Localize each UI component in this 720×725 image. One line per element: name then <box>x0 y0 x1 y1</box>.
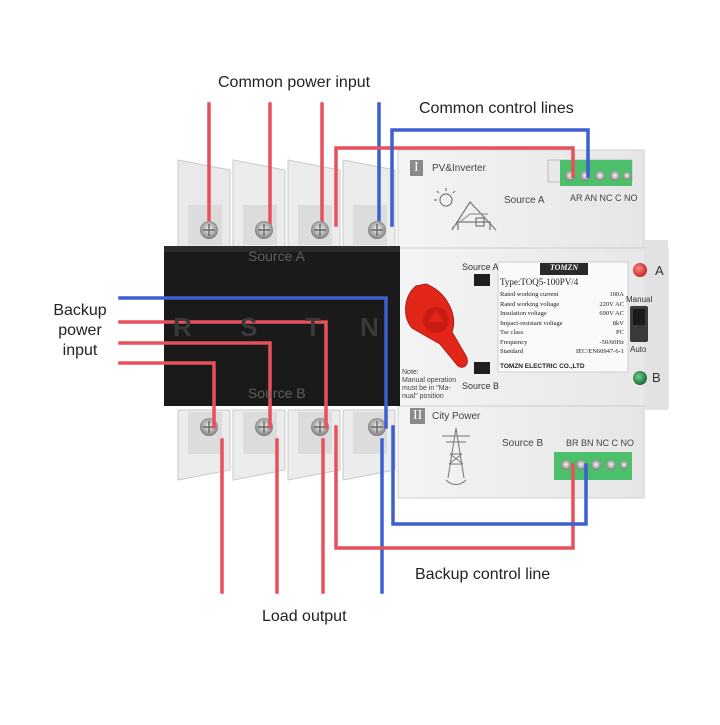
solar-house-icon <box>434 188 497 231</box>
top-terminal-labels: AR AN NC C NO <box>570 193 638 203</box>
spec-value: 690V AC <box>599 310 624 317</box>
top-module-roman: I <box>410 160 423 176</box>
note-line-1: Note: <box>402 369 419 376</box>
bottom-screws <box>200 418 386 436</box>
phase-letter-n: N <box>360 312 379 342</box>
spec-label: Insulation voltage <box>500 310 547 317</box>
spec-row: Tse class PC <box>500 328 624 338</box>
backup-power-input-label-2: power <box>58 322 102 339</box>
switch-manual-label: Manual <box>626 295 653 304</box>
spec-label: Frequency <box>500 338 528 346</box>
indicator-b-label: B <box>652 370 661 385</box>
led-b-icon <box>633 371 647 385</box>
spec-row: Insulation voltage 690V AC <box>500 309 624 319</box>
backup-input-wire-r <box>118 361 216 429</box>
bottom-module-source: Source B <box>502 438 544 449</box>
bottom-module-roman: II <box>410 408 426 424</box>
source-b-window <box>474 362 490 374</box>
common-control-wire-blue <box>390 128 590 227</box>
backup-input-wire-t <box>118 320 328 429</box>
spec-value: 220V AC <box>599 300 624 308</box>
backup-input-wire-s <box>118 341 272 429</box>
top-control-terminal-block <box>547 159 633 186</box>
spec-value: PC <box>616 329 624 336</box>
top-screws <box>200 221 386 239</box>
indicator-a-label: A <box>655 263 664 278</box>
spec-value: 8kV <box>612 319 624 327</box>
spec-row: Rated working current 100A <box>500 290 624 300</box>
spec-value: 100A <box>609 291 624 298</box>
block-source-a-label: Source A <box>248 248 305 264</box>
power-tower-icon <box>442 427 470 485</box>
bottom-terminal-labels: BR BN NC C NO <box>566 438 635 448</box>
backup-control-wire-red <box>334 425 575 550</box>
spec-row: Impact-resistant voltage 8kV <box>500 319 624 329</box>
phase-letter-s: S <box>240 312 258 342</box>
spec-label: Rated working voltage <box>500 300 560 308</box>
manual-auto-switch[interactable] <box>630 306 648 342</box>
panel-footer: TOMZN ELECTRIC CO.,LTD <box>500 363 585 370</box>
backup-power-input-label-3: input <box>62 342 98 359</box>
spec-value: IEC/EN60947-6-1 <box>575 348 624 355</box>
backup-control-wire-blue <box>391 425 588 526</box>
backup-input-wire-n <box>118 296 388 429</box>
spec-row: Frequency -50/60Hz <box>500 338 624 348</box>
wires-back <box>207 102 590 227</box>
note-line-3: must be in "Ma- <box>402 385 451 392</box>
source-a-window <box>474 274 490 286</box>
load-output-label: Load output <box>262 608 347 625</box>
bottom-control-terminal-block <box>554 452 632 480</box>
rotary-handle[interactable] <box>405 283 468 368</box>
panel-source-a: Source A <box>462 262 499 272</box>
spec-label: Rated working current <box>500 291 559 298</box>
common-control-lines-label: Common control lines <box>419 100 574 117</box>
top-module-title: PV&Inverter <box>432 163 486 174</box>
note-line-2: Manual operation <box>402 377 457 384</box>
switch-auto-label: Auto <box>630 345 647 354</box>
phase-letter-t: T <box>305 312 321 342</box>
panel-source-b: Source B <box>462 381 500 391</box>
panel-brand: TOMZN <box>549 263 579 272</box>
black-switch-block <box>164 246 400 406</box>
spec-value: -50/60Hz <box>599 338 624 346</box>
backup-power-input-label-1: Backup <box>53 302 107 319</box>
backup-control-line-label: Backup control line <box>415 566 551 583</box>
spec-row: Rated working voltage 220V AC <box>500 300 624 310</box>
panel-type: Type:TOQ5-100PV/4 <box>500 277 579 287</box>
block-source-b-label: Source B <box>248 385 306 401</box>
common-power-input-label: Common power input <box>218 74 371 91</box>
led-a-icon <box>633 263 647 277</box>
top-module-source: Source A <box>504 195 545 206</box>
rating-panel <box>497 261 629 373</box>
spec-list: Rated working current 100A Rated working v… <box>500 290 624 357</box>
common-control-wire-red <box>334 146 575 227</box>
phase-letter-r: R <box>173 312 192 342</box>
wires-front <box>118 296 588 594</box>
spec-label: Impact-resistant voltage <box>500 319 563 327</box>
bottom-module-title: City Power <box>432 411 481 422</box>
note-line-4: nual" position <box>402 393 444 400</box>
spec-label: Tse class <box>500 329 524 336</box>
spec-label: Standard <box>500 348 524 355</box>
top-terminal-housings <box>177 159 396 251</box>
spec-row: Standard IEC/EN60947-6-1 <box>500 347 624 357</box>
